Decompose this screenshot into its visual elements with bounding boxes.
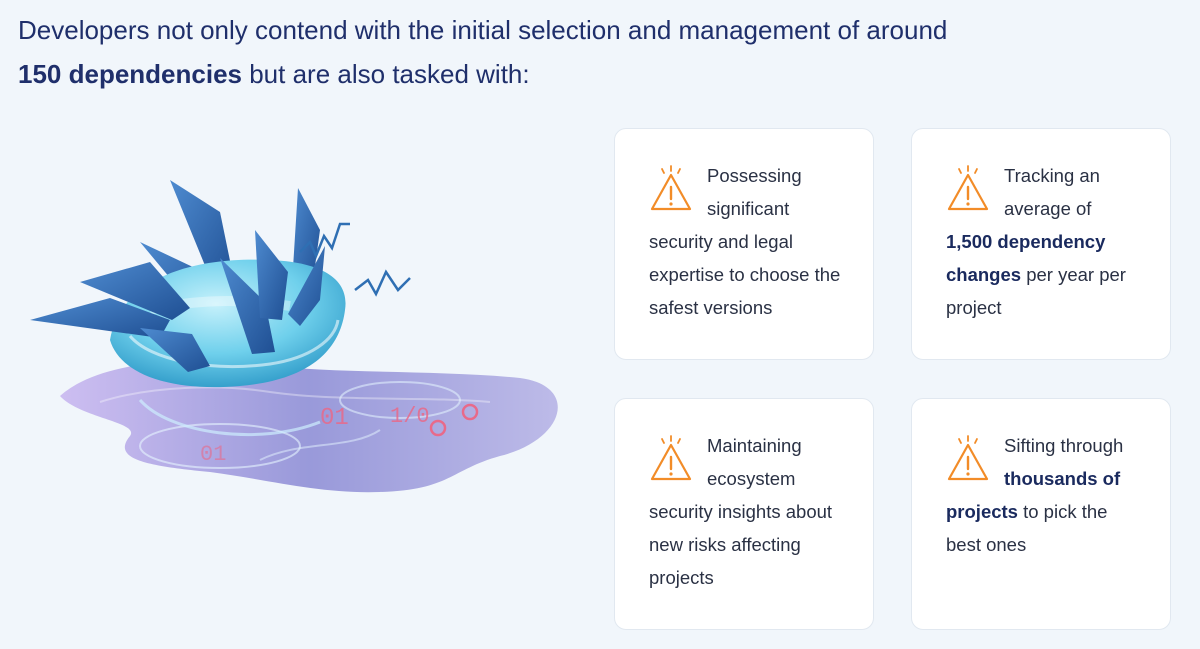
- warning-icon: [947, 435, 989, 481]
- card-text: Sifting through: [1004, 435, 1124, 456]
- challenge-card: Maintaining ecosystem security insights …: [614, 398, 874, 630]
- dependency-monster-illustration: 01 1/0 01: [30, 180, 558, 493]
- spikes-front: [30, 230, 325, 372]
- binary-code-text: 01: [200, 442, 226, 467]
- intro-text-end: but are also tasked with:: [242, 59, 530, 89]
- warning-icon: [650, 165, 692, 211]
- card-text: Possessing significant security and lega…: [649, 165, 841, 318]
- zigzag-line: [354, 269, 411, 297]
- card-text: per year per project: [946, 264, 1126, 318]
- binary-code-text: 1/0: [390, 404, 430, 429]
- intro-highlight: 150 dependencies: [18, 59, 242, 89]
- warning-icon: [650, 435, 692, 481]
- challenge-card: Tracking an average of 1,500 dependency …: [911, 128, 1171, 360]
- intro-text-start: Developers not only contend with the ini…: [18, 15, 948, 45]
- card-text: Maintaining ecosystem security insights …: [649, 435, 833, 588]
- challenge-card: Sifting through thousands of projects to…: [911, 398, 1171, 630]
- card-text-bold: 1,500 dependency changes: [946, 231, 1106, 285]
- card-text-bold: thousands of projects: [946, 468, 1121, 522]
- warning-icon: [947, 165, 989, 211]
- binary-code-text: 01: [320, 405, 349, 432]
- intro-text: Developers not only contend with the ini…: [18, 8, 978, 96]
- challenge-card: Possessing significant security and lega…: [614, 128, 874, 360]
- zigzag-line: [299, 222, 350, 260]
- card-text: Tracking an average of: [1004, 165, 1100, 219]
- card-text: to pick the best ones: [946, 501, 1108, 555]
